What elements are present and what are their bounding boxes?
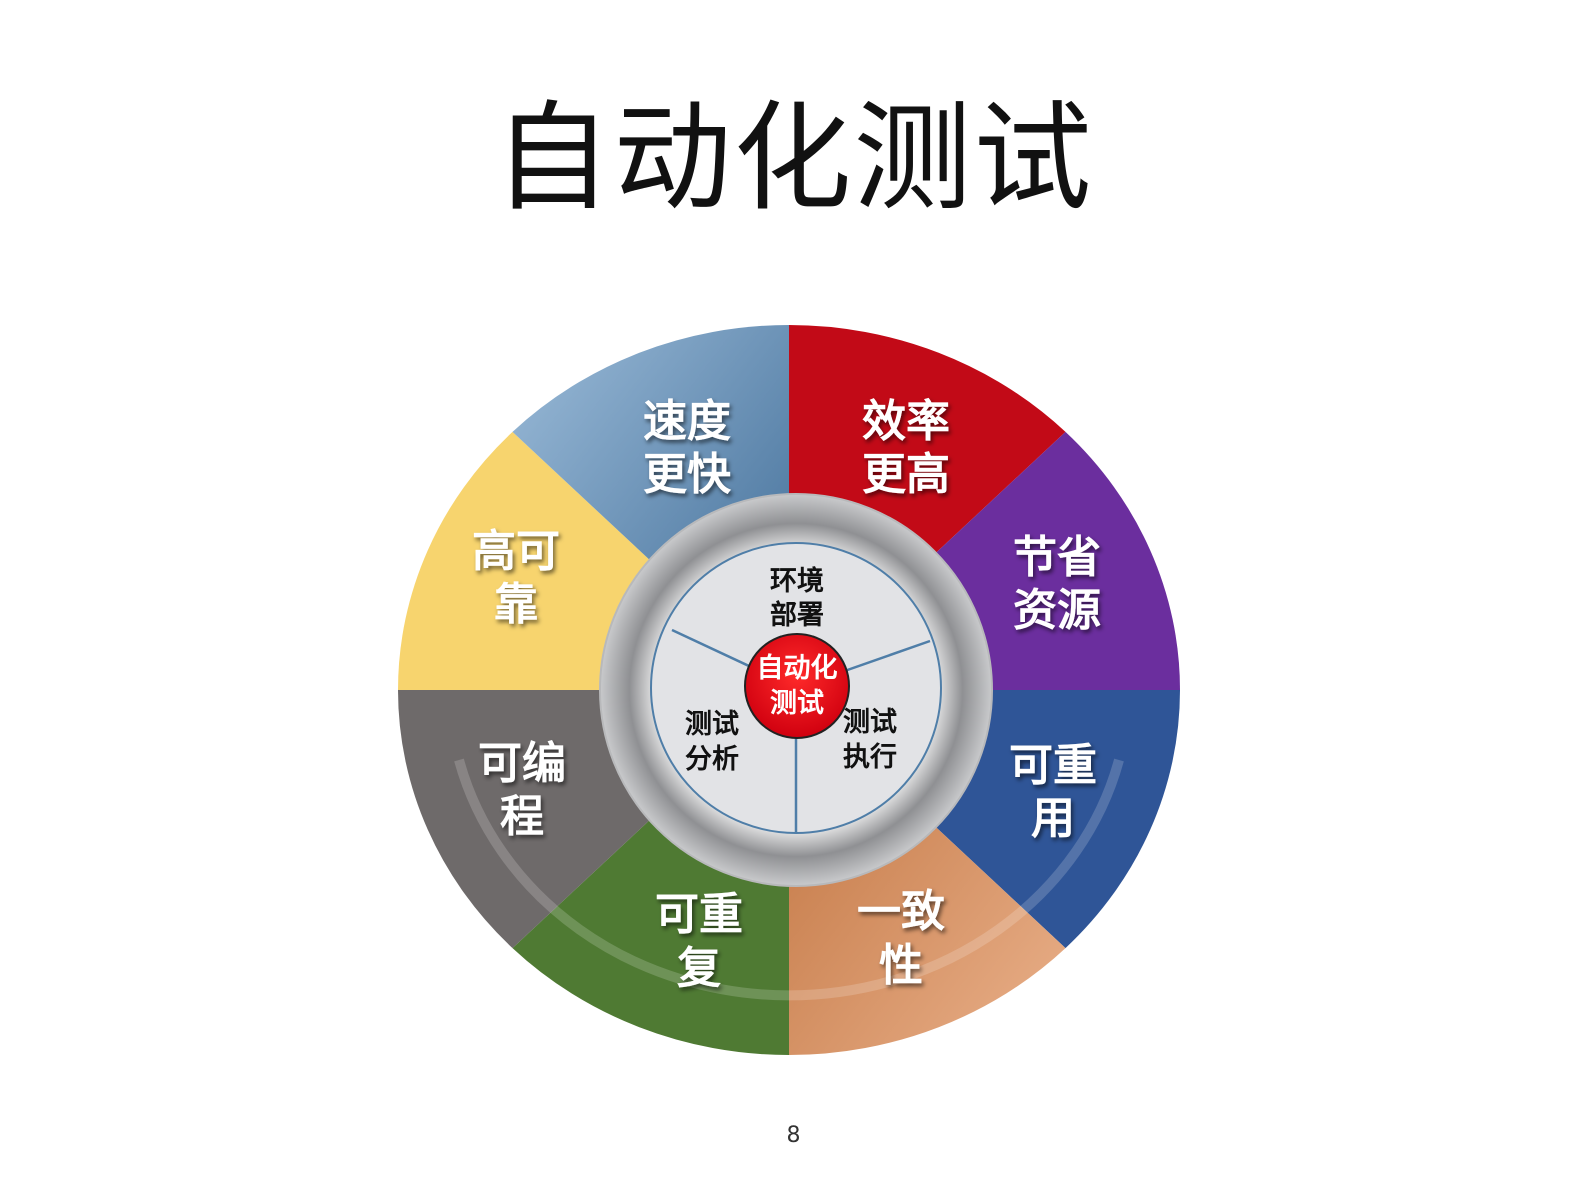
center-hub: [744, 633, 850, 739]
svg-text:更快: 更快: [643, 449, 732, 500]
svg-text:可重: 可重: [655, 889, 743, 940]
svg-text:效率: 效率: [862, 396, 950, 447]
page-number: 8: [786, 1123, 801, 1148]
svg-text:程: 程: [500, 791, 544, 842]
label-reliable: 高可 靠: [472, 526, 560, 630]
svg-text:节省: 节省: [1013, 532, 1101, 583]
svg-text:分析: 分析: [685, 744, 739, 775]
label-repeatable: 可重 复: [655, 889, 743, 994]
svg-text:资源: 资源: [1013, 585, 1101, 636]
inner-item-test-execution: 测试 执行: [843, 707, 897, 773]
svg-text:执行: 执行: [843, 741, 897, 773]
svg-text:环境: 环境: [770, 566, 824, 597]
svg-text:可重: 可重: [1009, 740, 1097, 791]
inner-item-environment-deploy: 环境 部署: [770, 566, 824, 631]
label-programmable: 可编 程: [478, 738, 566, 842]
svg-text:复: 复: [677, 943, 721, 994]
label-efficiency: 效率 更高: [862, 396, 950, 500]
svg-text:速度: 速度: [643, 396, 731, 447]
svg-text:靠: 靠: [494, 579, 538, 630]
svg-text:部署: 部署: [770, 599, 824, 631]
label-speed: 速度 更快: [643, 396, 732, 500]
svg-text:一致: 一致: [857, 886, 945, 937]
label-reusable: 可重 用: [1009, 740, 1097, 844]
svg-text:更高: 更高: [862, 449, 950, 500]
label-save-resources: 节省 资源: [1013, 532, 1101, 636]
label-consistency: 一致 性: [857, 886, 945, 991]
svg-text:可编: 可编: [478, 738, 566, 789]
inner-item-test-analysis: 测试 分析: [685, 709, 739, 775]
svg-text:高可: 高可: [472, 526, 560, 577]
hub-label-line1: 自动化: [757, 652, 838, 684]
svg-text:测试: 测试: [843, 707, 897, 738]
slide-title: 自动化测试: [493, 89, 1094, 227]
hub-label-line2: 测试: [770, 688, 824, 719]
svg-text:测试: 测试: [685, 709, 739, 740]
svg-text:性: 性: [879, 940, 923, 991]
svg-text:用: 用: [1031, 793, 1075, 844]
